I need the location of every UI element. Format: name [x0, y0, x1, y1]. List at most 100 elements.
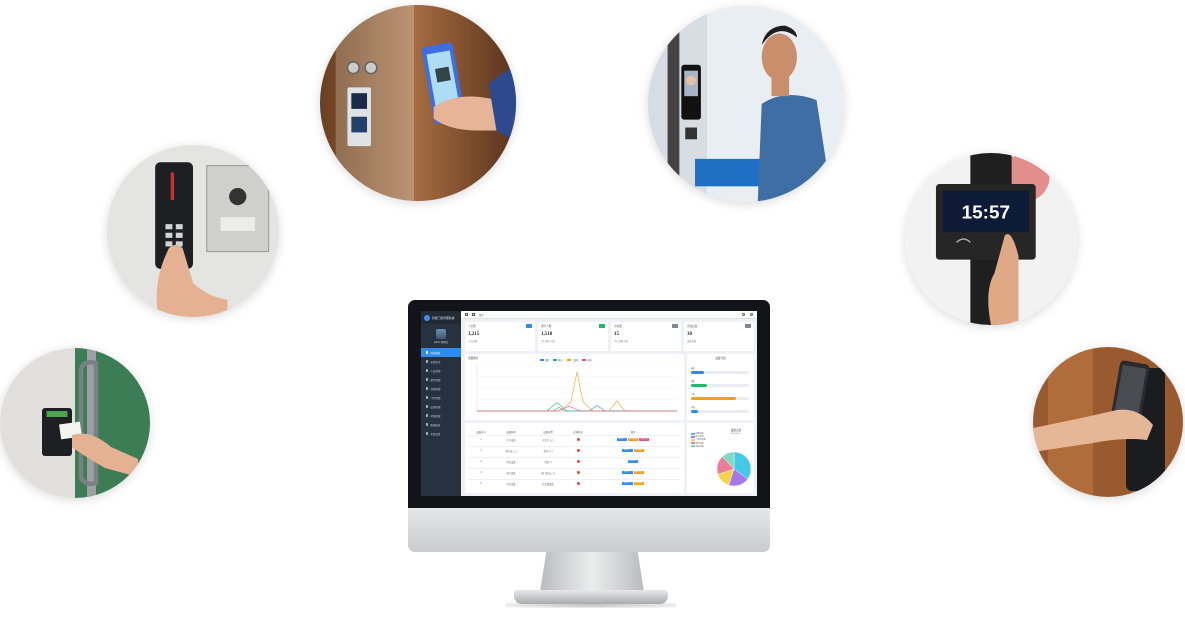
- pie-slice-4[interactable]: [722, 451, 735, 470]
- sidebar-item-2[interactable]: 人员管理: [421, 366, 461, 375]
- stat-badge: [599, 324, 605, 328]
- cell-location: 南门进出入口: [541, 472, 555, 475]
- row-action-button[interactable]: 修改配置: [633, 482, 644, 485]
- cell-no: 2: [480, 449, 482, 452]
- row-action-button[interactable]: 修改配置: [633, 449, 644, 452]
- sidebar-item-label: 系统设置: [430, 432, 441, 436]
- sidebar-item-label: 考勤管理: [430, 414, 441, 418]
- row-action-button[interactable]: 修改配置: [627, 438, 639, 441]
- line-series-3: [477, 406, 677, 412]
- card-swipe-door-photo: [0, 348, 150, 498]
- cell-actions: 远程开门修改配置: [588, 449, 678, 452]
- line-series-2: [477, 371, 677, 412]
- line-chart-title: 流量统计: [468, 357, 479, 360]
- cell-actions: 远程开门修改配置: [588, 482, 678, 485]
- sidebar-item-0[interactable]: 首页概览: [421, 348, 461, 357]
- sidebar-item-9[interactable]: 系统设置: [421, 429, 461, 438]
- row-action-button[interactable]: 修改配置: [633, 471, 644, 474]
- pie-legend-item-0[interactable]: 刷脸设备: [691, 432, 706, 435]
- offline-status-icon: [576, 471, 580, 474]
- user-menu-icon[interactable]: [750, 313, 753, 316]
- pie-legend-label: 指纹设备: [695, 445, 704, 448]
- stat-sub: 今日访客人数: [614, 341, 628, 343]
- row-action-button[interactable]: 远程开门: [622, 449, 633, 452]
- topbar-tab-home[interactable]: 首页: [479, 313, 484, 317]
- table-header-cell: 设备位置: [543, 431, 553, 434]
- sidebar-item-1[interactable]: 实时监控: [421, 357, 461, 366]
- bar-track: [691, 383, 749, 387]
- row-action-button[interactable]: 远程开门: [616, 438, 627, 441]
- sidebar-item-label: 通行管理: [430, 378, 441, 382]
- settings-icon[interactable]: [742, 313, 745, 316]
- sidebar-item-4[interactable]: 访客管理: [421, 384, 461, 393]
- nav-item-icon: [426, 369, 429, 372]
- stat-sub: 设备总数: [687, 341, 697, 343]
- cell-actions: 远程开门修改配置: [588, 471, 678, 474]
- legend-swatch: [582, 359, 587, 361]
- device-table-header: 设备序号设备名称设备位置在线状态操作: [468, 430, 681, 434]
- sidebar-item-5[interactable]: 门禁管理: [421, 393, 461, 402]
- dashboard-screen: 智能门禁管理系统 admin 管理员 首页概览实时监控人员管理通行管理访客管理门…: [421, 311, 757, 496]
- pie-legend-item-1[interactable]: 刷卡设备: [691, 435, 706, 438]
- nav-item-icon: [426, 387, 429, 390]
- legend-item-2[interactable]: 二维码: [566, 358, 578, 362]
- sidebar-item-label: 实时监控: [430, 360, 441, 364]
- dashboard-sidebar: 智能门禁管理系统 admin 管理员 首页概览实时监控人员管理通行管理访客管理门…: [421, 311, 461, 496]
- row-action-button[interactable]: 远程开门: [622, 471, 633, 474]
- legend-item-1[interactable]: 刷卡: [553, 358, 563, 362]
- legend-label: 刷脸: [545, 360, 550, 362]
- cell-location: 东北门入口: [542, 439, 554, 442]
- pie-slice-0[interactable]: [733, 451, 752, 480]
- row-action-button[interactable]: 远程开门: [627, 460, 639, 463]
- pie-legend-swatch: [691, 445, 695, 448]
- sidebar-item-7[interactable]: 考勤管理: [421, 411, 461, 420]
- bar-label: A栋: [691, 368, 695, 370]
- sidebar-item-8[interactable]: 数据报表: [421, 420, 461, 429]
- pie-legend-item-3[interactable]: 密码设备: [691, 442, 706, 445]
- monitor-stand-neck: [540, 552, 644, 592]
- fullscreen-icon[interactable]: [472, 313, 475, 316]
- offline-status-icon: [576, 438, 580, 441]
- pie-legend-item-2[interactable]: 二维码设备: [691, 438, 706, 441]
- bars-panel-title: 设备分组: [715, 357, 726, 360]
- pie-legend-item-4[interactable]: 指纹设备: [691, 445, 706, 448]
- legend-item-3[interactable]: 密码: [582, 358, 592, 362]
- sidebar-item-label: 设备管理: [430, 405, 441, 409]
- stat-label: 人员数: [468, 325, 476, 328]
- row-action-button[interactable]: 查看记录: [639, 438, 650, 441]
- cell-location: 北区大门: [543, 450, 553, 453]
- nav-item-icon: [426, 432, 429, 435]
- stat-value: 3,215: [468, 332, 480, 337]
- cell-name: 东门设备: [506, 439, 516, 442]
- sidebar-item-6[interactable]: 设备管理: [421, 402, 461, 411]
- stat-sub: 今日通行人数: [541, 341, 555, 343]
- menu-toggle-icon[interactable]: [465, 313, 468, 316]
- device-group-bar-0: A栋: [691, 366, 749, 374]
- cell-no: 4: [480, 471, 482, 474]
- pie-legend: 刷脸设备刷卡设备二维码设备密码设备指纹设备: [691, 432, 706, 448]
- legend-swatch: [540, 359, 544, 361]
- row-action-button[interactable]: 远程开门: [622, 482, 633, 485]
- bar-track: [691, 396, 749, 400]
- bar-track: [691, 370, 749, 374]
- sidebar-item-label: 门禁管理: [430, 396, 441, 400]
- legend-swatch: [566, 359, 571, 361]
- brand-logo-icon: [424, 314, 430, 321]
- legend-item-0[interactable]: 刷脸: [540, 358, 549, 362]
- sidebar-item-3[interactable]: 通行管理: [421, 375, 461, 384]
- user-name[interactable]: admin 管理员: [433, 341, 449, 344]
- user-avatar[interactable]: [436, 329, 446, 339]
- bar-label: D栋: [691, 407, 695, 409]
- line-chart-svg: [476, 364, 677, 412]
- monitor-base-shadow: [506, 602, 676, 608]
